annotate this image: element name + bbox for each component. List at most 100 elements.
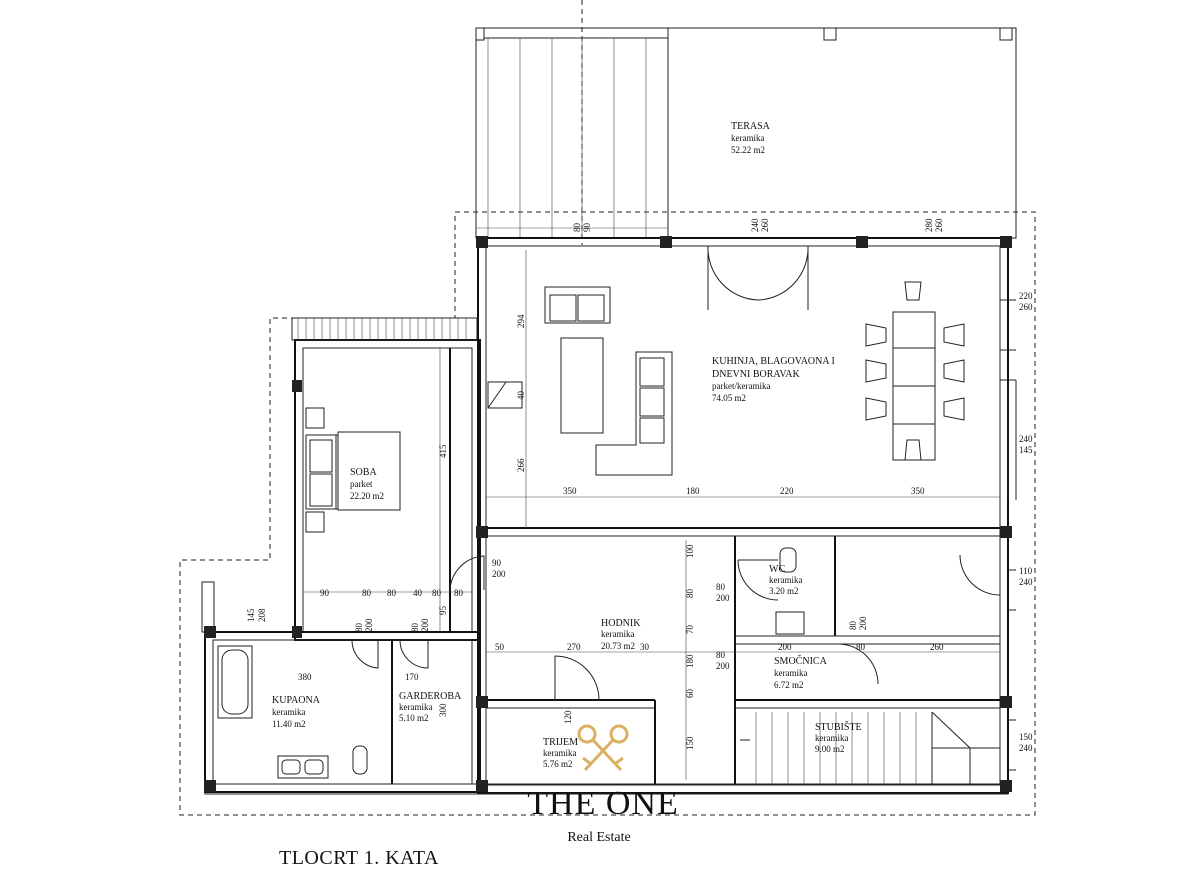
room-living: KUHINJA, BLAGOVAONA I DNEVNI BORAVAK par… bbox=[712, 356, 835, 403]
dim: 30 bbox=[640, 642, 650, 652]
dim: 200 bbox=[364, 618, 374, 632]
room-area: 22.20 m2 bbox=[350, 491, 384, 501]
logo: THE ONE Real Estate bbox=[527, 724, 678, 845]
room-name: KUPAONA bbox=[272, 695, 321, 706]
dim: 240 bbox=[1019, 743, 1033, 753]
dim: 200 bbox=[778, 642, 792, 652]
dim: 40 bbox=[413, 588, 423, 598]
room-name: KUHINJA, BLAGOVAONA I bbox=[712, 356, 835, 367]
dim: 240 bbox=[1019, 434, 1033, 444]
room-name-line2: DNEVNI BORAVAK bbox=[712, 369, 800, 380]
dim: 170 bbox=[405, 672, 419, 682]
room-material: parket/keramika bbox=[712, 381, 770, 391]
dim: 260 bbox=[930, 642, 944, 652]
dim: 50 bbox=[495, 642, 505, 652]
dim: 294 bbox=[516, 314, 526, 328]
room-garderoba: GARDEROBA keramika 5.10 m2 bbox=[399, 691, 462, 723]
dim: 220 bbox=[780, 486, 794, 496]
room-material: keramika bbox=[601, 629, 634, 639]
dim: 200 bbox=[858, 616, 868, 630]
dim: 180 bbox=[686, 486, 700, 496]
room-trijem: TRIJEM keramika 5.76 m2 bbox=[543, 737, 578, 769]
room-terasa: TERASA keramika 52.22 m2 bbox=[731, 121, 771, 155]
dim: 180 bbox=[685, 654, 695, 668]
dim: 240 bbox=[1019, 577, 1033, 587]
dim: 110 bbox=[1019, 566, 1033, 576]
dim: 415 bbox=[438, 444, 448, 458]
dim: 266 bbox=[516, 458, 526, 472]
room-smocnica: SMOČNICA keramika 6.72 m2 bbox=[774, 655, 828, 690]
dim: 260 bbox=[1019, 302, 1033, 312]
room-area: 3.20 m2 bbox=[769, 586, 799, 596]
dim: 120 bbox=[563, 710, 573, 724]
room-soba: SOBA parket 22.20 m2 bbox=[337, 431, 401, 511]
dim: 90 bbox=[320, 588, 330, 598]
dim: 380 bbox=[298, 672, 312, 682]
room-area: 52.22 m2 bbox=[731, 145, 765, 155]
dim: 80 bbox=[410, 623, 420, 633]
dim: 145 bbox=[1019, 445, 1033, 455]
dim: 70 bbox=[685, 625, 695, 635]
dim: 260 bbox=[760, 218, 770, 232]
room-area: 6.72 m2 bbox=[774, 680, 804, 690]
dimension-lines bbox=[303, 250, 1000, 780]
room-material: keramika bbox=[543, 748, 576, 758]
room-material: parket bbox=[350, 479, 373, 489]
dim: 80 bbox=[856, 642, 866, 652]
dim: 200 bbox=[492, 569, 506, 579]
dim: 280 bbox=[924, 218, 934, 232]
room-area: 74.05 m2 bbox=[712, 393, 746, 403]
dim: 95 bbox=[438, 606, 448, 616]
room-area: 9.00 m2 bbox=[815, 744, 845, 754]
room-material: keramika bbox=[815, 733, 848, 743]
room-name: STUBIŠTE bbox=[815, 721, 862, 733]
crossed-keys-icon bbox=[577, 724, 629, 772]
room-wc: WC keramika 3.20 m2 bbox=[769, 564, 802, 596]
dim: 200 bbox=[420, 618, 430, 632]
terrace bbox=[475, 27, 1017, 239]
room-stubiste: STUBIŠTE keramika 9.00 m2 bbox=[815, 721, 862, 754]
room-name: TERASA bbox=[731, 121, 771, 132]
furniture bbox=[217, 281, 1000, 784]
dim: 350 bbox=[563, 486, 577, 496]
dim: 40 bbox=[516, 391, 526, 401]
dim: 100 bbox=[685, 544, 695, 558]
room-area: 11.40 m2 bbox=[272, 719, 306, 729]
dim: 80 bbox=[716, 650, 726, 660]
dim: 150 bbox=[685, 736, 695, 750]
room-name: SMOČNICA bbox=[774, 655, 828, 667]
doors bbox=[351, 245, 1001, 701]
dim: 80 bbox=[362, 588, 372, 598]
dim: 90 bbox=[582, 223, 592, 233]
dim: 80 bbox=[716, 582, 726, 592]
room-name: HODNIK bbox=[601, 618, 641, 629]
dim: 80 bbox=[387, 588, 397, 598]
dim: 60 bbox=[685, 689, 695, 699]
dim: 200 bbox=[716, 593, 730, 603]
dim: 80 bbox=[432, 588, 442, 598]
room-kupaona: KUPAONA keramika 11.40 m2 bbox=[272, 695, 321, 729]
logo-tagline: Real Estate bbox=[567, 830, 630, 845]
dim: 150 bbox=[1019, 732, 1033, 742]
dim: 220 bbox=[1019, 291, 1033, 301]
room-area: 20.73 m2 bbox=[601, 641, 635, 651]
dim: 350 bbox=[911, 486, 925, 496]
columns bbox=[204, 236, 1012, 792]
room-material: keramika bbox=[731, 133, 764, 143]
room-name: SOBA bbox=[350, 467, 377, 478]
dim: 80 bbox=[454, 588, 464, 598]
room-material: keramika bbox=[272, 707, 305, 717]
dim: 90 bbox=[492, 558, 502, 568]
dim: 270 bbox=[567, 642, 581, 652]
plan-title: TLOCRT 1. KATA bbox=[279, 847, 439, 869]
room-area: 5.10 m2 bbox=[399, 713, 429, 723]
room-name: TRIJEM bbox=[543, 737, 578, 748]
room-name: WC bbox=[769, 564, 785, 575]
room-material: keramika bbox=[774, 668, 807, 678]
room-material: keramika bbox=[399, 702, 432, 712]
dim: 240 bbox=[750, 218, 760, 232]
dim: 80 bbox=[685, 589, 695, 599]
dim: 200 bbox=[716, 661, 730, 671]
room-material: keramika bbox=[769, 575, 802, 585]
